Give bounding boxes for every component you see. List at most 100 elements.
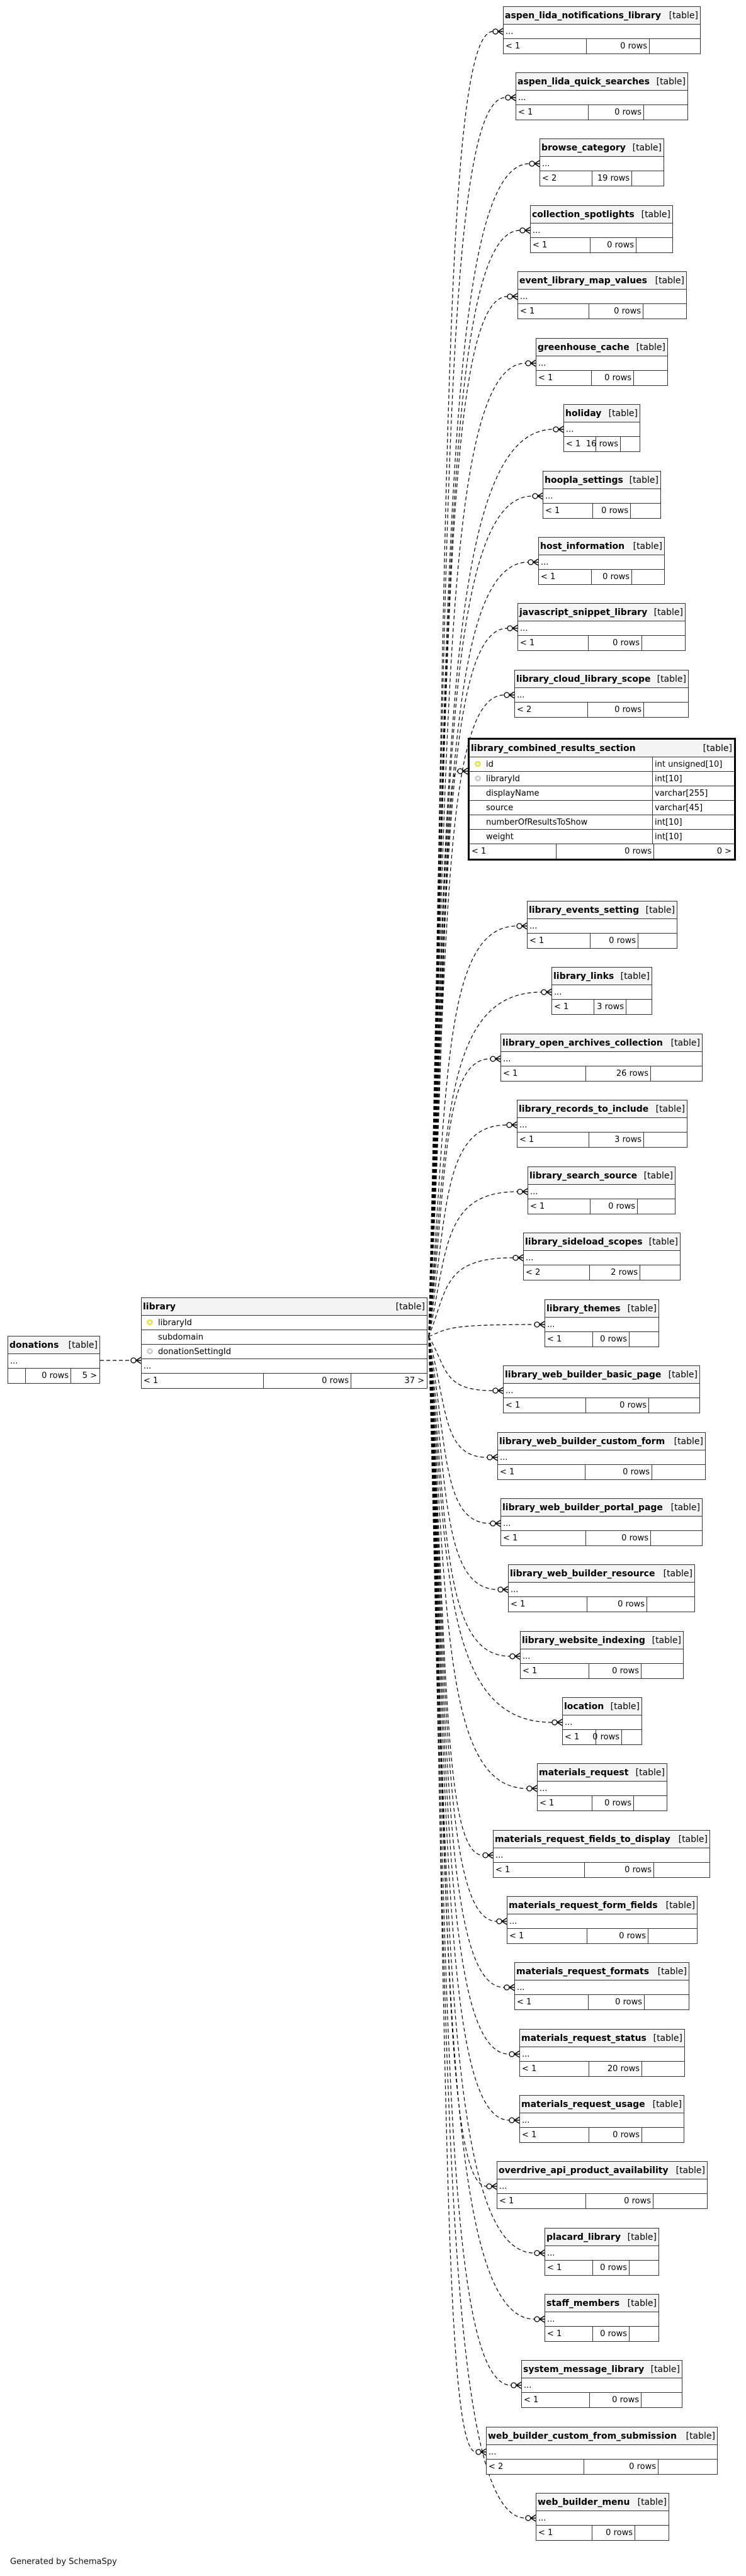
table-library-web-builder-basic-page[interactable]: library_web_builder_basic_page[table]...…: [503, 1365, 700, 1413]
table-header: greenhouse_cache[table]: [536, 339, 667, 356]
table-header: host_information[table]: [539, 538, 664, 555]
table-name: location: [564, 1701, 604, 1712]
table-footer: < 1 0 rows 0 >: [470, 844, 734, 859]
table-kind: [table]: [637, 2497, 667, 2507]
crows-foot-icon: [497, 1586, 509, 1593]
table-web-builder-custom-from-submission[interactable]: web_builder_custom_from_submission [table…: [486, 2427, 718, 2475]
children-count: [632, 570, 664, 584]
columns-ellipsis: ...: [498, 1450, 705, 1465]
children-count: [643, 304, 686, 319]
children-count: 0 >: [716, 847, 732, 856]
table-kind: [table]: [657, 1966, 687, 1977]
columns-ellipsis: ...: [528, 919, 677, 934]
columns-ellipsis: ...: [518, 621, 685, 636]
table-kind: [table]: [686, 2431, 715, 2441]
table-header: location[table]: [563, 1698, 641, 1715]
table-library-web-builder-resource[interactable]: library_web_builder_resource[table]...< …: [508, 1564, 695, 1612]
column-row: ⭗ id int unsigned[10]: [470, 757, 734, 772]
table-name: library_web_builder_resource: [510, 1568, 655, 1579]
columns-ellipsis: ...: [497, 2179, 707, 2194]
table-kind: [table]: [668, 1369, 698, 1380]
children-count: [621, 437, 640, 451]
crows-foot-icon: [553, 426, 564, 433]
column-type: int[10]: [652, 830, 734, 844]
columns-ellipsis: ...: [517, 1118, 687, 1133]
table-header: library_open_archives_collection[table]: [501, 1034, 702, 1052]
table-kind: [table]: [678, 1834, 708, 1844]
table-donations[interactable]: donations [table] ... 0 rows 5 >: [8, 1336, 100, 1384]
relationship-line-library-website-indexing: [428, 1336, 511, 1657]
table-library-web-builder-portal-page[interactable]: library_web_builder_portal_page[table]..…: [500, 1498, 703, 1546]
table-materials-request-form-fields[interactable]: materials_request_form_fields[table]...<…: [507, 1896, 698, 1944]
table-header: materials_request_status[table]: [520, 2030, 684, 2047]
table-name: aspen_lida_quick_searches: [517, 76, 650, 87]
children-count: [634, 371, 667, 385]
parents-count: < 2: [540, 171, 592, 186]
crows-foot-icon: [490, 1055, 501, 1063]
table-name: system_message_library: [523, 2364, 645, 2375]
table-name: web_builder_custom_from_submission: [488, 2431, 677, 2441]
table-header: library_combined_results_section [table]: [470, 740, 734, 757]
row-count: 0 rows: [587, 39, 650, 54]
crows-foot-icon: [509, 2050, 520, 2058]
table-kind: [table]: [635, 1767, 665, 1778]
table-header: library_sideload_scopes[table]: [524, 1233, 680, 1251]
table-name: materials_request_usage: [521, 2099, 645, 2110]
table-library[interactable]: library [table] ⭗ libraryId subdomain ⭗ …: [141, 1297, 427, 1389]
table-header: materials_request_form_fields[table]: [507, 1897, 697, 1914]
columns-ellipsis: ...: [539, 555, 664, 570]
table-kind: [table]: [652, 1635, 681, 1646]
table-header: library_web_builder_resource[table]: [509, 1565, 694, 1583]
parents-count: < 2: [515, 703, 588, 717]
row-count: 0 rows: [589, 1664, 641, 1678]
row-count: 0 rows: [593, 504, 631, 518]
children-count: [644, 1133, 687, 1147]
row-count: 0 rows: [593, 2261, 630, 2275]
children-count: [644, 105, 687, 120]
crows-foot-icon: [490, 1520, 501, 1527]
table-aspen-lida-notifications-library[interactable]: aspen_lida_notifications_library[table].…: [503, 6, 701, 54]
table-name: event_library_map_values: [519, 275, 647, 286]
table-library-open-archives-collection[interactable]: library_open_archives_collection[table].…: [500, 1034, 703, 1082]
column-type: int[10]: [652, 772, 734, 786]
table-library-combined-results-section[interactable]: library_combined_results_section [table]…: [468, 738, 736, 861]
table-library-web-builder-custom-form[interactable]: library_web_builder_custom_form[table]..…: [497, 1432, 706, 1480]
parents-count: < 1: [521, 1664, 589, 1678]
row-count: 0 rows: [587, 1597, 647, 1612]
children-count: [626, 1000, 652, 1014]
table-materials-request-fields-to-display[interactable]: materials_request_fields_to_display[tabl…: [493, 1830, 710, 1878]
children-count: [631, 504, 660, 518]
table-overdrive-api-product-availability[interactable]: overdrive_api_product_availability[table…: [497, 2161, 708, 2209]
crows-foot-icon: [492, 1387, 504, 1394]
table-library-cloud-library-scope[interactable]: library_cloud_library_scope[table]...< 2…: [514, 670, 689, 718]
